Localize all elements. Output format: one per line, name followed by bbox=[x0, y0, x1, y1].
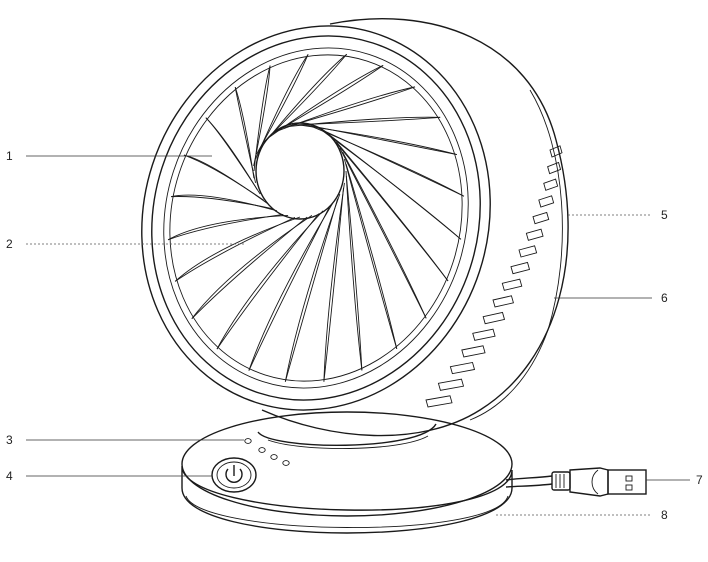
vent-slot bbox=[538, 195, 555, 208]
rear-air-vents bbox=[425, 145, 563, 408]
grille-blade bbox=[171, 196, 273, 210]
indicator-dot bbox=[258, 447, 266, 453]
vent-slot bbox=[501, 278, 523, 291]
grille-blade bbox=[170, 194, 278, 212]
grille-blade bbox=[327, 132, 462, 240]
grille-blade bbox=[345, 170, 363, 371]
callout-label-3: 3 bbox=[6, 433, 13, 447]
vent-slot bbox=[547, 161, 562, 175]
fan-base bbox=[181, 411, 513, 534]
grille-blade bbox=[167, 214, 284, 241]
callout-label-2: 2 bbox=[6, 237, 13, 251]
speed-indicator-lights bbox=[244, 438, 290, 466]
vent-slot bbox=[449, 361, 476, 375]
grille-blade bbox=[248, 207, 330, 371]
vent-slot bbox=[510, 261, 531, 275]
grille-blade bbox=[205, 117, 261, 195]
grille-blade bbox=[323, 187, 344, 382]
vent-slot bbox=[518, 245, 538, 258]
vent-slot bbox=[461, 345, 486, 358]
vent-slot bbox=[425, 395, 453, 408]
callout-label-6: 6 bbox=[661, 291, 668, 305]
vent-slot bbox=[543, 178, 559, 191]
grille-blade bbox=[316, 127, 465, 197]
callout-label-1: 1 bbox=[6, 149, 13, 163]
vent-slot bbox=[482, 311, 506, 325]
vent-slot bbox=[549, 145, 563, 158]
callout-leaders bbox=[26, 155, 690, 516]
vent-slot bbox=[492, 295, 514, 308]
grille-blade bbox=[335, 141, 449, 282]
grille-blade bbox=[292, 116, 441, 126]
grille-blade bbox=[183, 154, 264, 201]
usb-cable bbox=[505, 475, 553, 488]
grille-blade bbox=[234, 87, 255, 179]
indicator-dot bbox=[244, 438, 252, 444]
callout-labels: 1 2 3 4 5 6 7 8 bbox=[6, 149, 703, 522]
grille-blade bbox=[256, 54, 309, 155]
grille-blade bbox=[342, 151, 427, 319]
grille-blade bbox=[216, 213, 320, 350]
grille-blade bbox=[167, 214, 289, 241]
grille-center-hub bbox=[255, 122, 345, 220]
grille-blade bbox=[281, 86, 416, 129]
callout-label-4: 4 bbox=[6, 469, 13, 483]
grille-blade bbox=[253, 65, 271, 167]
callout-label-8: 8 bbox=[661, 508, 668, 522]
grille-blade bbox=[304, 124, 457, 156]
callout-label-5: 5 bbox=[661, 208, 668, 222]
power-button[interactable] bbox=[211, 457, 257, 493]
grille-blade bbox=[345, 175, 363, 371]
grille-blade bbox=[174, 216, 296, 282]
vent-slot bbox=[525, 228, 544, 241]
grille-blade bbox=[343, 158, 398, 349]
grille-blade bbox=[191, 215, 313, 319]
grille-blade bbox=[205, 117, 258, 191]
indicator-dot bbox=[270, 454, 278, 460]
vent-slot bbox=[532, 211, 550, 225]
vent-slot bbox=[437, 378, 465, 391]
grille-blade bbox=[191, 216, 308, 320]
callout-label-7: 7 bbox=[696, 473, 703, 487]
indicator-dot bbox=[282, 460, 290, 466]
front-grille-blades bbox=[167, 53, 465, 382]
grille-blade bbox=[253, 65, 271, 172]
grille-blade bbox=[284, 193, 341, 382]
grille-blade bbox=[339, 147, 427, 319]
usb-plug-icon bbox=[551, 467, 647, 497]
vent-slot bbox=[472, 328, 496, 341]
grille-blade bbox=[284, 198, 339, 382]
grille-blade bbox=[345, 163, 398, 349]
fan-head bbox=[141, 18, 569, 437]
grille-blade bbox=[323, 182, 345, 382]
power-icon bbox=[225, 465, 243, 483]
